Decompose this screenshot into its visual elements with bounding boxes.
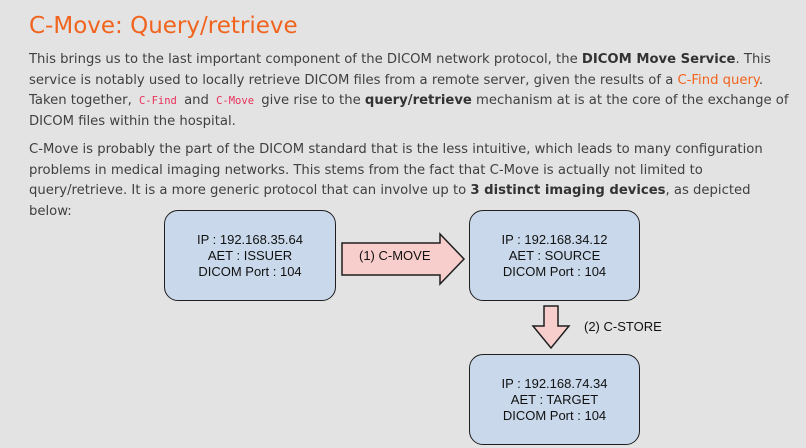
intro-paragraph: This brings us to the last important com… (29, 50, 793, 132)
inline-code-c-move: C-Move (216, 95, 255, 107)
issuer-port: DICOM Port : 104 (198, 263, 302, 279)
c-move-label: (1) C-MOVE (359, 248, 431, 263)
text: This brings us to the last important com… (29, 52, 582, 67)
bold-text: DICOM Move Service (581, 52, 736, 67)
text: mechanism at is at the core of the excha… (29, 93, 789, 129)
source-node: IP : 192.168.34.12 AET : SOURCE DICOM Po… (469, 210, 640, 301)
source-port: DICOM Port : 104 (502, 263, 607, 279)
source-aet: AET : SOURCE (508, 247, 601, 263)
text: . Taken together, (29, 72, 764, 109)
target-port: DICOM Port : 104 (502, 407, 607, 423)
text: . This service is notably used to locall… (29, 52, 771, 88)
c-move-arrow (341, 232, 466, 286)
section-title: C-Move: Query/retrieve (29, 13, 298, 39)
c-store-label: (2) C-STORE (584, 319, 662, 334)
bold-text: query/retrieve (364, 93, 472, 108)
target-aet: AET : TARGET (510, 391, 599, 407)
issuer-aet: AET : ISSUER (207, 247, 293, 263)
text: give rise to the (257, 93, 365, 108)
c-store-arrow (531, 305, 571, 350)
text: C-Move is probably the part of the DICOM… (29, 142, 763, 198)
target-node: IP : 192.168.74.34 AET : TARGET DICOM Po… (469, 354, 640, 445)
source-ip: IP : 192.168.34.12 (501, 231, 608, 247)
c-find-query-link[interactable]: C-Find query (677, 72, 759, 88)
target-ip: IP : 192.168.74.34 (501, 375, 608, 391)
issuer-ip: IP : 192.168.35.64 (196, 231, 304, 247)
explanation-paragraph: C-Move is probably the part of the DICOM… (29, 140, 793, 222)
issuer-node: IP : 192.168.35.64 AET : ISSUER DICOM Po… (164, 210, 336, 301)
inline-code-c-find: C-Find (138, 95, 177, 107)
text: , as depicted below: (29, 183, 751, 219)
bold-text: 3 distinct imaging devices (470, 183, 666, 198)
text: and (179, 93, 214, 108)
